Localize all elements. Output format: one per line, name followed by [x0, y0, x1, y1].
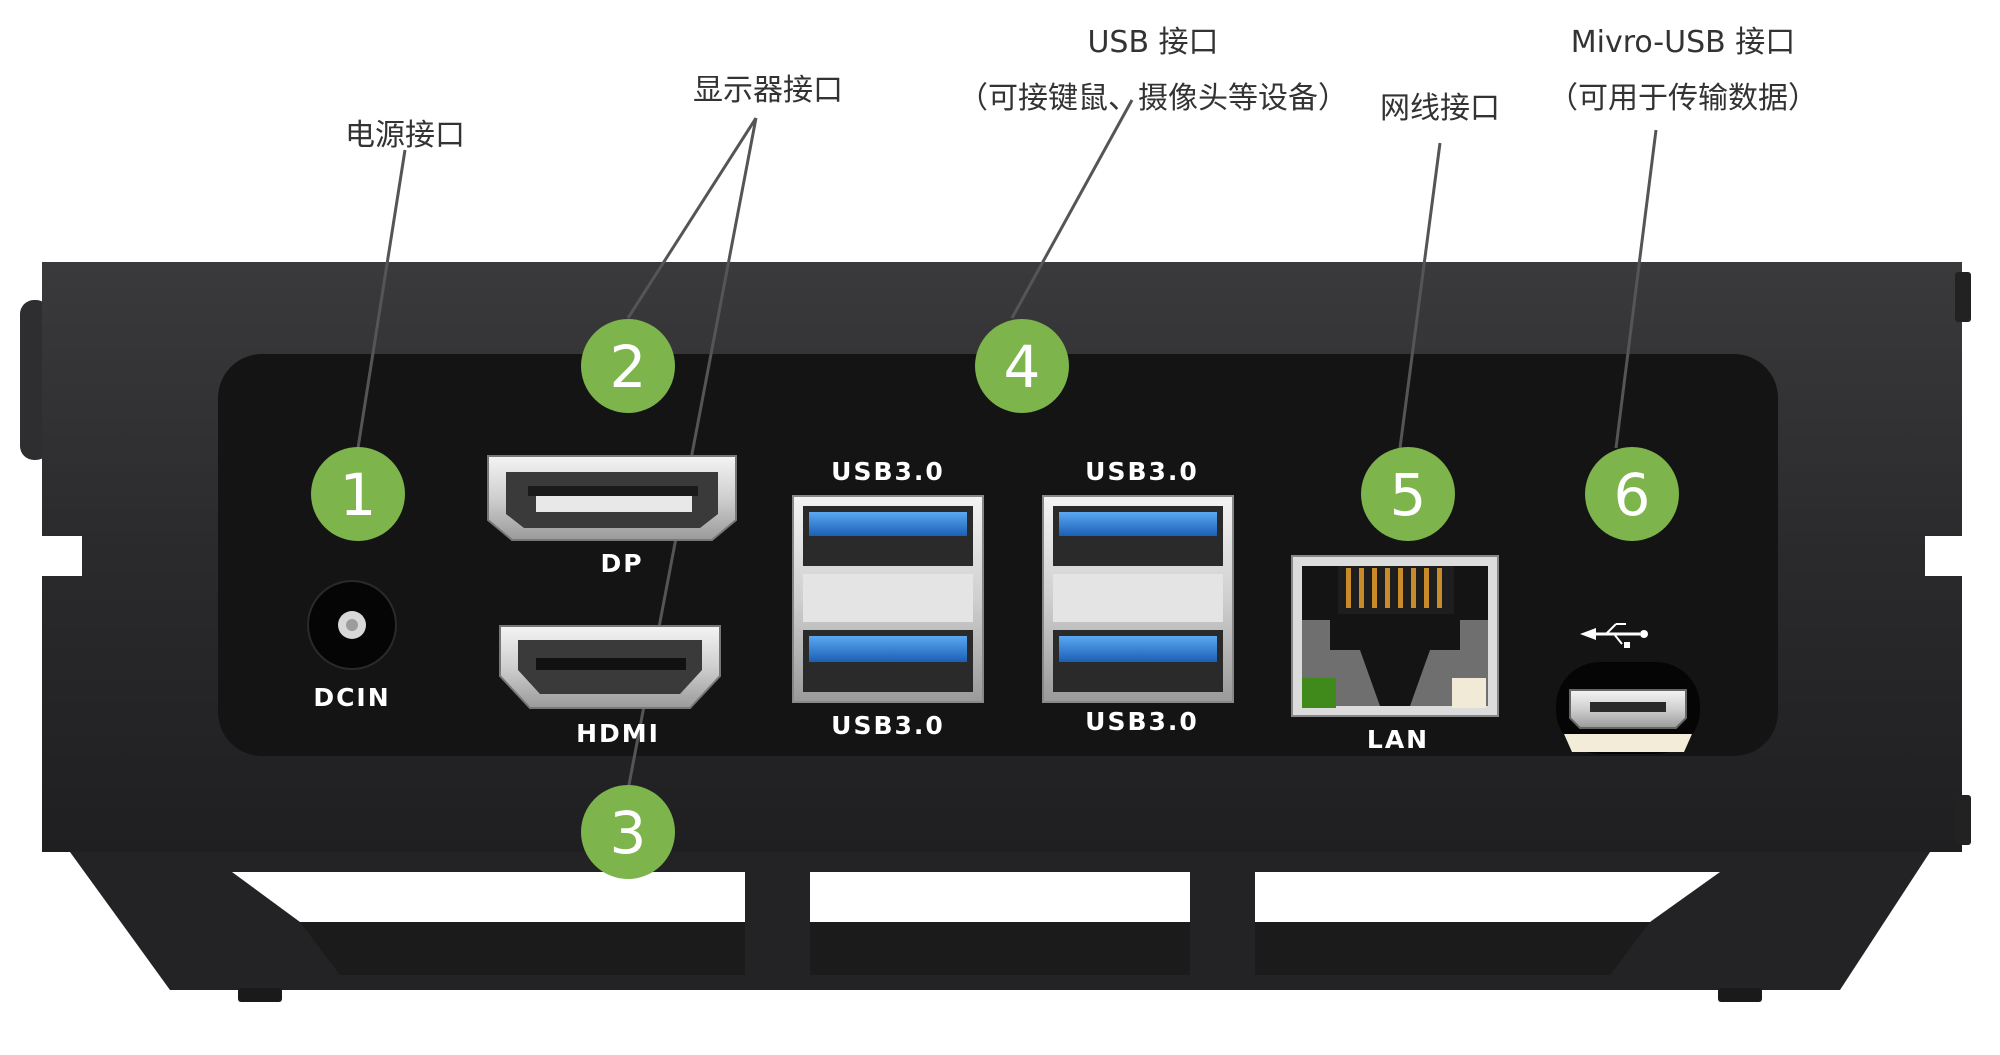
callout-lan-title: 网线接口 [1380, 91, 1500, 126]
badge-2: 2 [581, 319, 675, 413]
leader-lines [356, 99, 1658, 791]
dcin-port [307, 580, 397, 670]
side-clip-bottom [1955, 795, 1971, 845]
usb-left-top-label: USB3.0 [831, 457, 945, 486]
badge-5: 5 [1361, 447, 1455, 541]
badge-1-number: 1 [340, 461, 377, 529]
callout-micro-usb-title: Mivro-USB 接口 [1571, 25, 1796, 60]
lan-led-amber [1452, 678, 1486, 708]
badge-3: 3 [581, 785, 675, 879]
side-clip-top [1955, 272, 1971, 322]
lan-led-green [1302, 678, 1336, 708]
dp-label: DP [600, 549, 643, 578]
chassis-notch-left [42, 536, 82, 576]
badge-2-number: 2 [610, 333, 647, 401]
callout-usb-title: USB 接口 [1087, 25, 1218, 60]
badge-6-number: 6 [1614, 461, 1651, 529]
badge-3-number: 3 [610, 799, 647, 867]
leader-usb [1010, 99, 1134, 319]
badge-4-number: 4 [1004, 333, 1041, 401]
lan-port [1291, 555, 1499, 717]
badge-5-number: 5 [1390, 461, 1427, 529]
displayport-port [487, 455, 737, 541]
badge-1: 1 [311, 447, 405, 541]
lan-pins [1346, 568, 1442, 608]
leader-power [356, 149, 407, 449]
dcin-label: DCIN [313, 683, 390, 712]
usb-right-bottom-label: USB3.0 [1085, 707, 1199, 736]
hdmi-port [499, 625, 721, 709]
callout-display-title: 显示器接口 [693, 73, 843, 108]
lan-label: LAN [1367, 725, 1429, 754]
badge-6: 6 [1585, 447, 1679, 541]
callout-power-title: 电源接口 [345, 118, 465, 153]
chassis-notch-right [1925, 536, 1965, 576]
usb-left-bottom-label: USB3.0 [831, 711, 945, 740]
io-panel [218, 354, 1778, 756]
usb-port-right-stack [1042, 495, 1234, 703]
hdmi-label: HDMI [576, 719, 660, 748]
callout-usb-subtitle: （可接键鼠、摄像头等设备） [958, 81, 1348, 116]
stand [70, 852, 1930, 1002]
micro-usb-port [1556, 623, 1700, 754]
leader-lan [1398, 142, 1442, 449]
badge-4: 4 [975, 319, 1069, 413]
leader-micro-usb [1614, 129, 1658, 449]
usb-icon [1580, 628, 1596, 640]
callout-micro-usb-subtitle: （可用于传输数据） [1548, 81, 1818, 116]
usb-port-left-stack [792, 495, 984, 703]
leader-dp [626, 117, 758, 319]
usb-right-top-label: USB3.0 [1085, 457, 1199, 486]
